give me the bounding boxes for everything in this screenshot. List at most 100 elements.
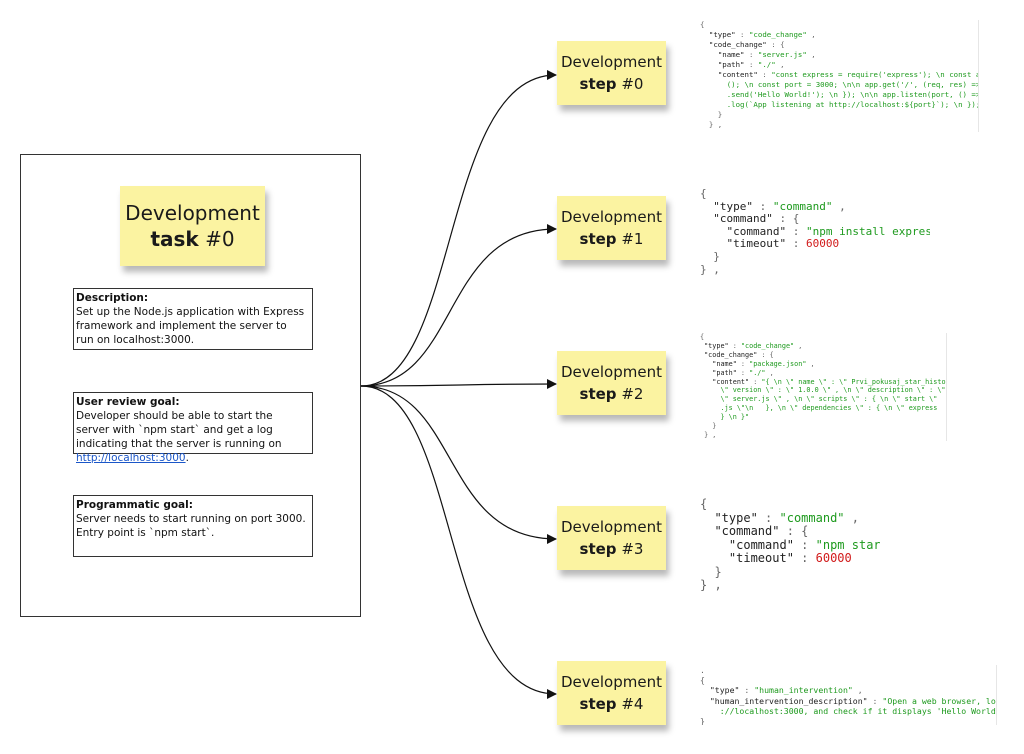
- code-line: }: [700, 110, 722, 119]
- code-line: "code_change" : {: [700, 351, 774, 359]
- code-line: "human_intervention_description" : "Open…: [700, 695, 996, 706]
- programmatic-goal-text: Server needs to start running on port 30…: [76, 513, 306, 539]
- localhost-link[interactable]: http://localhost:3000: [76, 452, 186, 464]
- code-punct: :: [739, 685, 755, 696]
- code-line: "path" : "./" ,: [700, 60, 785, 69]
- code-key: "type": [709, 685, 740, 696]
- code-line: (); \n const port = 3000; \n\n app.get('…: [700, 80, 978, 89]
- code-punct: } ,: [700, 262, 720, 276]
- step-1-word: Development: [561, 208, 662, 226]
- code-string: .log(`App listening at http://localhost:…: [700, 100, 979, 109]
- step-1-num: #1: [621, 230, 644, 248]
- code-line: }: [700, 422, 716, 430]
- code-string: "code_change": [748, 30, 807, 39]
- step-3-bold: step: [579, 540, 617, 558]
- code-punct: {: [700, 675, 705, 686]
- code-string: "./": [749, 368, 766, 377]
- code-punct: [700, 212, 713, 225]
- code-line: "code_change" : {: [700, 40, 785, 49]
- code-line: } ,: [700, 263, 720, 276]
- code-punct: [700, 70, 718, 79]
- code-punct: : {: [757, 350, 774, 359]
- connector-step-3: [360, 385, 557, 544]
- step-4-word: Development: [561, 673, 662, 691]
- step-4-bold: step: [579, 695, 617, 713]
- code-punct: }: [700, 564, 722, 579]
- code-punct: [700, 60, 718, 69]
- code-punct: }: [700, 422, 717, 431]
- code-punct: } ,: [700, 120, 723, 129]
- code-line: "name" : "package.json" ,: [700, 359, 814, 368]
- code-punct: [700, 360, 712, 368]
- code-string: \" server.js \" , \n \" scripts \" : { \…: [700, 395, 938, 404]
- code-key: "type": [704, 341, 729, 350]
- code-string: "command": [779, 510, 845, 525]
- code-punct: :: [786, 237, 806, 251]
- code-string: (); \n const port = 3000; \n\n app.get('…: [726, 80, 978, 89]
- code-line: "content" : "{ \n \" name \" : \" Prvi_p…: [700, 377, 946, 386]
- description-box: Description: Set up the Node.js applicat…: [73, 288, 313, 350]
- code-punct: :: [867, 695, 883, 706]
- code-string: "command": [772, 199, 833, 213]
- code-punct: :: [728, 341, 741, 350]
- code-string: .js \"\n }, \n \" dependencies \" : { \n…: [700, 404, 938, 413]
- code-line: \" server.js \" , \n \" scripts \" : { \…: [700, 395, 937, 403]
- code-line: {: [700, 675, 705, 685]
- code-line: "type" : "command" ,: [700, 199, 845, 213]
- user-review-goal-text: Developer should be able to start the se…: [76, 410, 282, 450]
- code-punct: } ,: [700, 578, 722, 592]
- code-punct: : {: [779, 524, 809, 538]
- code-line: .js \"\n }, \n \" dependencies \" : { \n…: [700, 404, 937, 412]
- code-line: ://localhost:3000, and check if it displ…: [700, 706, 996, 716]
- code-punct: {: [700, 498, 708, 511]
- description-title: Description:: [76, 292, 149, 304]
- code-punct: }: [700, 716, 705, 725]
- step-0-num: #0: [621, 75, 644, 93]
- code-line: } ,: [700, 431, 716, 439]
- code-punct: :: [793, 537, 816, 552]
- code-string: .send('Hello World!'); \n }); \n\n app.l…: [726, 90, 978, 99]
- code-punct: :: [735, 30, 749, 39]
- code-line: "command" : "npm install express" ,: [700, 224, 931, 238]
- code-key: "type": [713, 199, 753, 213]
- code-punct: [700, 369, 712, 377]
- code-block-step-3: { "type" : "command" , "command" : { "co…: [700, 498, 880, 593]
- code-line: "timeout" : 60000: [700, 237, 840, 251]
- step-0-bold: step: [579, 75, 617, 93]
- code-number: 60000: [805, 237, 840, 251]
- user-review-goal-end: .: [185, 452, 189, 464]
- code-punct: :: [749, 377, 762, 386]
- code-punct: ,: [794, 341, 803, 350]
- code-key: "command": [726, 224, 787, 238]
- step-2-word: Development: [561, 363, 662, 381]
- code-line: {: [700, 188, 707, 200]
- code-key: "content": [717, 70, 758, 79]
- code-punct: ,: [806, 50, 816, 59]
- code-punct: [700, 551, 729, 565]
- code-line: "command" : {: [700, 524, 808, 538]
- code-key: "timeout": [726, 237, 787, 251]
- code-key: "human_intervention_description": [709, 695, 868, 706]
- step-2-num: #2: [621, 385, 644, 403]
- code-block-step-4: . { "type" : "human_intervention" , "hum…: [700, 665, 997, 725]
- code-punct: ,: [775, 60, 785, 69]
- code-string: "npm start": [815, 537, 880, 552]
- step-0-word: Development: [561, 53, 662, 71]
- connector-step-0: [360, 70, 557, 387]
- code-punct: {: [700, 333, 705, 341]
- code-line: } ,: [700, 578, 722, 592]
- code-punct: :: [736, 368, 750, 377]
- connector-step-2: [360, 379, 557, 390]
- code-string: "human_intervention": [754, 685, 853, 696]
- code-punct: :: [757, 510, 780, 525]
- code-key: "command": [713, 212, 773, 226]
- code-string: } \n }": [700, 413, 750, 422]
- code-line: }: [700, 716, 705, 725]
- code-line: {: [700, 333, 704, 341]
- code-punct: :: [744, 50, 758, 59]
- code-punct: :: [736, 359, 750, 368]
- code-line: "command" : {: [700, 212, 799, 225]
- code-punct: } ,: [700, 430, 717, 439]
- code-string: "server.js": [757, 50, 807, 59]
